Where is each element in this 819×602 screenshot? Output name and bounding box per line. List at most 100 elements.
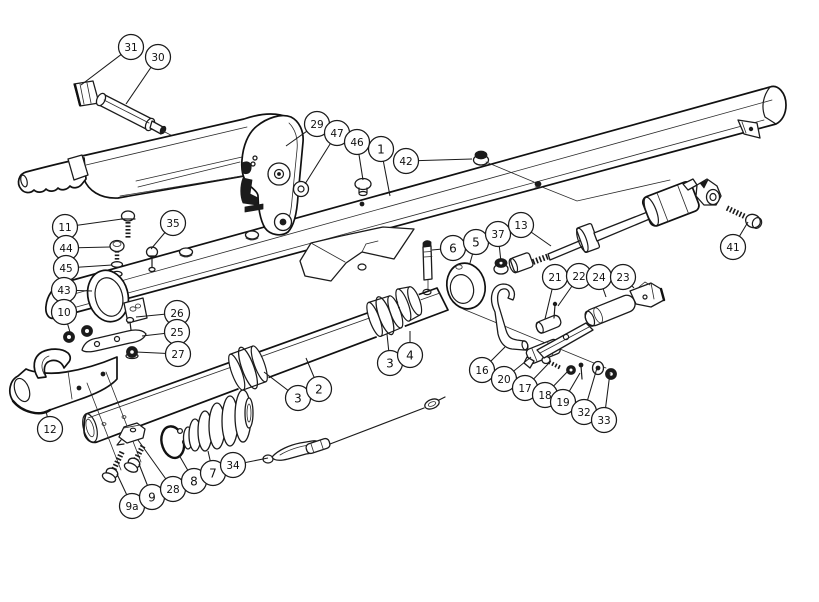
grease-screw-part (145, 246, 159, 273)
washer-part (591, 360, 605, 376)
locking-pin-part (422, 240, 433, 281)
mount-clamp-part (116, 422, 146, 446)
coupling-head-part (8, 348, 118, 415)
balloon-number: 28 (166, 484, 179, 496)
gusset-plate-part (299, 226, 415, 282)
callout-19: 19 (549, 372, 581, 416)
callout-25: 25 (141, 318, 191, 346)
catch-nut-part (566, 365, 576, 375)
callout-3: 3 (376, 333, 404, 377)
balloon-number: 45 (59, 263, 72, 275)
balloon-number: 35 (166, 218, 179, 230)
balloon-number: 41 (726, 242, 739, 254)
callout-41: 41 (719, 221, 749, 261)
callout-30: 30 (125, 43, 172, 105)
callout-13: 13 (507, 211, 552, 247)
callout-10: 10 (50, 298, 78, 333)
balloon-number: 19 (556, 397, 569, 409)
balloon-number: 42 (399, 156, 412, 168)
balloon-number: 33 (597, 415, 610, 427)
balloon-number: 25 (170, 327, 183, 339)
hex-nut-part (605, 368, 617, 380)
balloon-circle (396, 341, 424, 369)
bush-collar-right-part (364, 292, 406, 339)
damper-elbow (682, 178, 722, 206)
balloon-number: 9 (148, 490, 156, 504)
balloon-circle (484, 220, 512, 248)
balloon-number: 3 (386, 356, 394, 370)
callout-34: 34 (219, 451, 269, 479)
handle-lever-part (17, 113, 310, 236)
balloon-number: 13 (514, 220, 527, 232)
link-pin-part (535, 314, 562, 334)
damper-mount-indication-lines (485, 161, 671, 202)
balloon-number: 3 (294, 391, 302, 405)
callout-24: 24 (585, 263, 613, 298)
balloon-number: 7 (209, 466, 217, 480)
balloon-circle (507, 211, 535, 239)
bellows-part (182, 389, 254, 452)
gas-strut-part (95, 92, 187, 144)
balloon-circle (305, 375, 333, 403)
damper-part (508, 178, 722, 274)
balloon-number: 18 (538, 390, 551, 402)
head-bolt-9-part (123, 444, 146, 473)
balloon-number: 11 (58, 222, 71, 234)
balloon-circle (609, 263, 637, 291)
balloon-number: 30 (151, 52, 164, 64)
breakaway-cable-part (262, 396, 446, 464)
tube-end-bracket (737, 119, 761, 139)
callout-31: 31 (80, 33, 145, 86)
end-collar-part (393, 282, 427, 323)
balloon-number: 20 (497, 374, 510, 386)
callout-43: 43 (50, 276, 93, 304)
balloon-number: 12 (43, 424, 56, 436)
callout-47: 47 (304, 119, 351, 185)
callout-32: 32 (570, 367, 598, 426)
split-pin-part (552, 301, 558, 319)
balloon-number: 1 (377, 142, 385, 156)
balloon-circle (144, 43, 172, 71)
balloon-circle (50, 298, 78, 326)
callout-17: 17 (511, 362, 550, 402)
strut-clip-part (73, 80, 100, 107)
callout-6: 6 (431, 234, 467, 262)
callout-44: 44 (52, 234, 111, 262)
balloon-circle (219, 451, 247, 479)
lock-nuts-part (63, 325, 93, 343)
callout-27: 27 (135, 340, 192, 368)
balloon-number: 43 (57, 285, 70, 297)
callout-11: 11 (51, 213, 123, 241)
balloon-number: 4 (406, 348, 414, 362)
balloon-number: 44 (59, 243, 73, 255)
head-bolt-9a-part (101, 450, 125, 483)
balloon-circle (164, 340, 192, 368)
balloon-number: 23 (616, 272, 629, 284)
tube-screw (534, 181, 542, 188)
plug-cap-part (354, 177, 372, 197)
balloon-number: 26 (170, 308, 184, 320)
balloon-number: 22 (572, 271, 585, 283)
latch-lever-bits (240, 155, 264, 213)
callout-1: 1 (367, 135, 395, 197)
guide-ring-part (445, 262, 487, 310)
balloon-number: 47 (330, 128, 343, 140)
handle-grip (17, 154, 89, 194)
link-lever-part (584, 294, 636, 327)
balloon-number: 21 (548, 272, 561, 284)
flange-bolt-part (109, 239, 125, 260)
balloon-number: 8 (190, 474, 198, 488)
bolt-alignment-lines (86, 371, 142, 471)
balloon-number: 2 (315, 382, 323, 396)
balloon-circle (590, 406, 618, 434)
balloon-circle (36, 415, 64, 443)
balloon-number: 9a (125, 501, 138, 513)
catch-pin-part (578, 362, 584, 380)
balloon-number: 37 (491, 229, 504, 241)
balloon-circle (719, 233, 747, 261)
callout-46: 46 (343, 128, 371, 181)
balloon-number: 46 (350, 137, 364, 149)
balloon-number: 16 (475, 365, 489, 377)
